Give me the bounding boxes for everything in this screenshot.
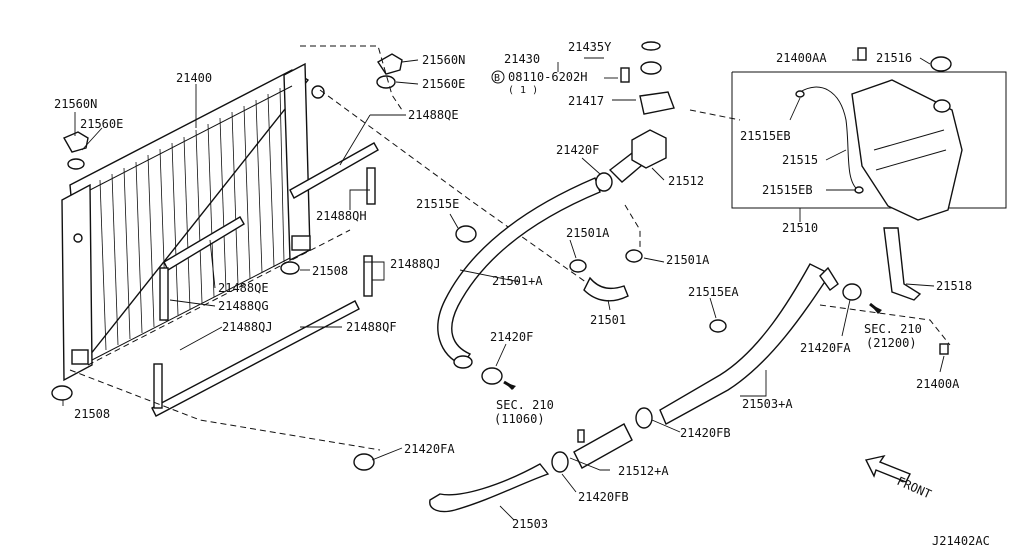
label-21515EA: 21515EA: [688, 285, 739, 299]
label-21488QE-mid: 21488QE: [218, 281, 269, 295]
label-21508-bottom: 21508: [74, 407, 110, 421]
radiator-core: [61, 62, 325, 382]
label-21512plusA: 21512+A: [618, 464, 669, 478]
label-21435Y: 21435Y: [568, 40, 612, 54]
label-21512: 21512: [668, 174, 704, 188]
label-21560N-left: 21560N: [54, 97, 97, 111]
label-21501A-left: 21501A: [566, 226, 610, 240]
direction-arrows: [503, 302, 882, 390]
label-21515EB-bottom: 21515EB: [762, 183, 813, 197]
front-arrow: [864, 454, 911, 483]
label-sec210-left-sub: (11060): [494, 412, 545, 426]
label-08110-6202H: 08110-6202H: [508, 70, 587, 84]
label-bolt-qty: ( 1 ): [508, 85, 538, 96]
lower-hoses: [429, 263, 839, 513]
bypass-hose: [569, 249, 643, 302]
label-bolt-symbol: B: [494, 73, 500, 84]
label-21420F-top: 21420F: [556, 143, 599, 157]
label-21560N-right: 21560N: [422, 53, 465, 67]
part-labels: 21400 21560N 21560E 21560N 21560E 21488Q…: [54, 40, 990, 548]
label-21488QJ-right: 21488QJ: [390, 257, 441, 271]
bolt-circle-icon: [491, 70, 505, 84]
upper-hose: [437, 41, 675, 366]
diagram-id: J21402AC: [932, 534, 990, 548]
label-21515E: 21515E: [416, 197, 459, 211]
reservoir-tank: [453, 47, 1007, 369]
label-21488QJ-left: 21488QJ: [222, 320, 273, 334]
label-21420FB-right: 21420FB: [680, 426, 731, 440]
label-21503: 21503: [512, 517, 548, 531]
label-front: FRONT: [895, 474, 934, 501]
label-21488QG: 21488QG: [218, 299, 269, 313]
label-sec210-left: SEC. 210: [496, 398, 554, 412]
label-21400A: 21400A: [916, 377, 960, 391]
label-21420FB-bottom: 21420FB: [578, 490, 629, 504]
clamps: [353, 172, 862, 473]
label-21400AA: 21400AA: [776, 51, 827, 65]
label-21501plusA: 21501+A: [492, 274, 543, 288]
label-21501A-right: 21501A: [666, 253, 710, 267]
label-sec210-right: SEC. 210: [864, 322, 922, 336]
label-21488QF: 21488QF: [346, 320, 397, 334]
label-21400: 21400: [176, 71, 212, 85]
label-sec210-right-sub: (21200): [866, 336, 917, 350]
label-21501: 21501: [590, 313, 626, 327]
label-21488QH: 21488QH: [316, 209, 367, 223]
seal-strips: [151, 142, 379, 417]
label-21503plusA: 21503+A: [742, 397, 793, 411]
label-21518: 21518: [936, 279, 972, 293]
label-21515: 21515: [782, 153, 818, 167]
label-21510: 21510: [782, 221, 818, 235]
label-21488QE-top: 21488QE: [408, 108, 459, 122]
leader-lines: [62, 57, 945, 521]
label-21420FA-right: 21420FA: [800, 341, 851, 355]
label-21430: 21430: [504, 52, 540, 66]
label-21508-right: 21508: [312, 264, 348, 278]
label-21560E-right: 21560E: [422, 77, 465, 91]
label-21417: 21417: [568, 94, 604, 108]
label-21516: 21516: [876, 51, 912, 65]
mount-bushings: [51, 53, 403, 401]
label-21515EB-top: 21515EB: [740, 129, 791, 143]
label-21420F-bottom: 21420F: [490, 330, 533, 344]
label-21420FA-bottom: 21420FA: [404, 442, 455, 456]
label-21560E-left: 21560E: [80, 117, 123, 131]
